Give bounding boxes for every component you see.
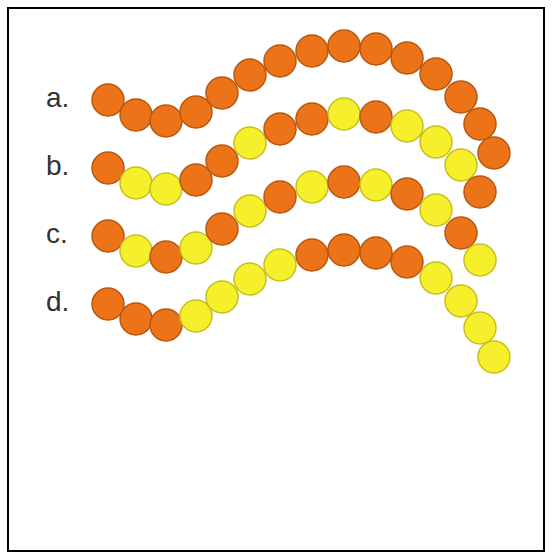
bead [328, 98, 360, 130]
item-label: c. [46, 218, 68, 250]
item-label: a. [46, 82, 69, 114]
bead [120, 235, 152, 267]
bead [391, 246, 423, 278]
frame [8, 8, 544, 551]
bead [206, 77, 238, 109]
bead [264, 249, 296, 281]
bead [445, 81, 477, 113]
bead [264, 113, 296, 145]
bead-chain [92, 234, 510, 373]
bead [360, 101, 392, 133]
bead [206, 145, 238, 177]
bead [464, 176, 496, 208]
bead [120, 303, 152, 335]
bead [360, 33, 392, 65]
bead [328, 166, 360, 198]
bead [234, 127, 266, 159]
bead [445, 217, 477, 249]
bead [391, 110, 423, 142]
bead [296, 103, 328, 135]
item-label: d. [46, 286, 69, 318]
bead [360, 169, 392, 201]
bead [420, 262, 452, 294]
bead [92, 152, 124, 184]
bead [420, 194, 452, 226]
bead [391, 178, 423, 210]
bead [120, 167, 152, 199]
bead [296, 35, 328, 67]
bead-chain [92, 30, 510, 169]
bead [478, 137, 510, 169]
item-label: b. [46, 150, 69, 182]
bead [234, 195, 266, 227]
bead [328, 30, 360, 62]
bead [234, 59, 266, 91]
bead [445, 285, 477, 317]
bead [296, 171, 328, 203]
bead [464, 312, 496, 344]
bead [150, 241, 182, 273]
bead [420, 126, 452, 158]
bead [360, 237, 392, 269]
bead [420, 58, 452, 90]
bead [206, 281, 238, 313]
bead [150, 105, 182, 137]
bead [391, 42, 423, 74]
bead [92, 84, 124, 116]
bead [478, 341, 510, 373]
bead [92, 288, 124, 320]
bead [464, 108, 496, 140]
bead [264, 45, 296, 77]
bead [92, 220, 124, 252]
bead [445, 149, 477, 181]
bead [234, 263, 266, 295]
bead [150, 309, 182, 341]
bead [120, 99, 152, 131]
bead [328, 234, 360, 266]
bead [150, 173, 182, 205]
bead [264, 181, 296, 213]
bead [464, 244, 496, 276]
bead [206, 213, 238, 245]
bead [296, 239, 328, 271]
